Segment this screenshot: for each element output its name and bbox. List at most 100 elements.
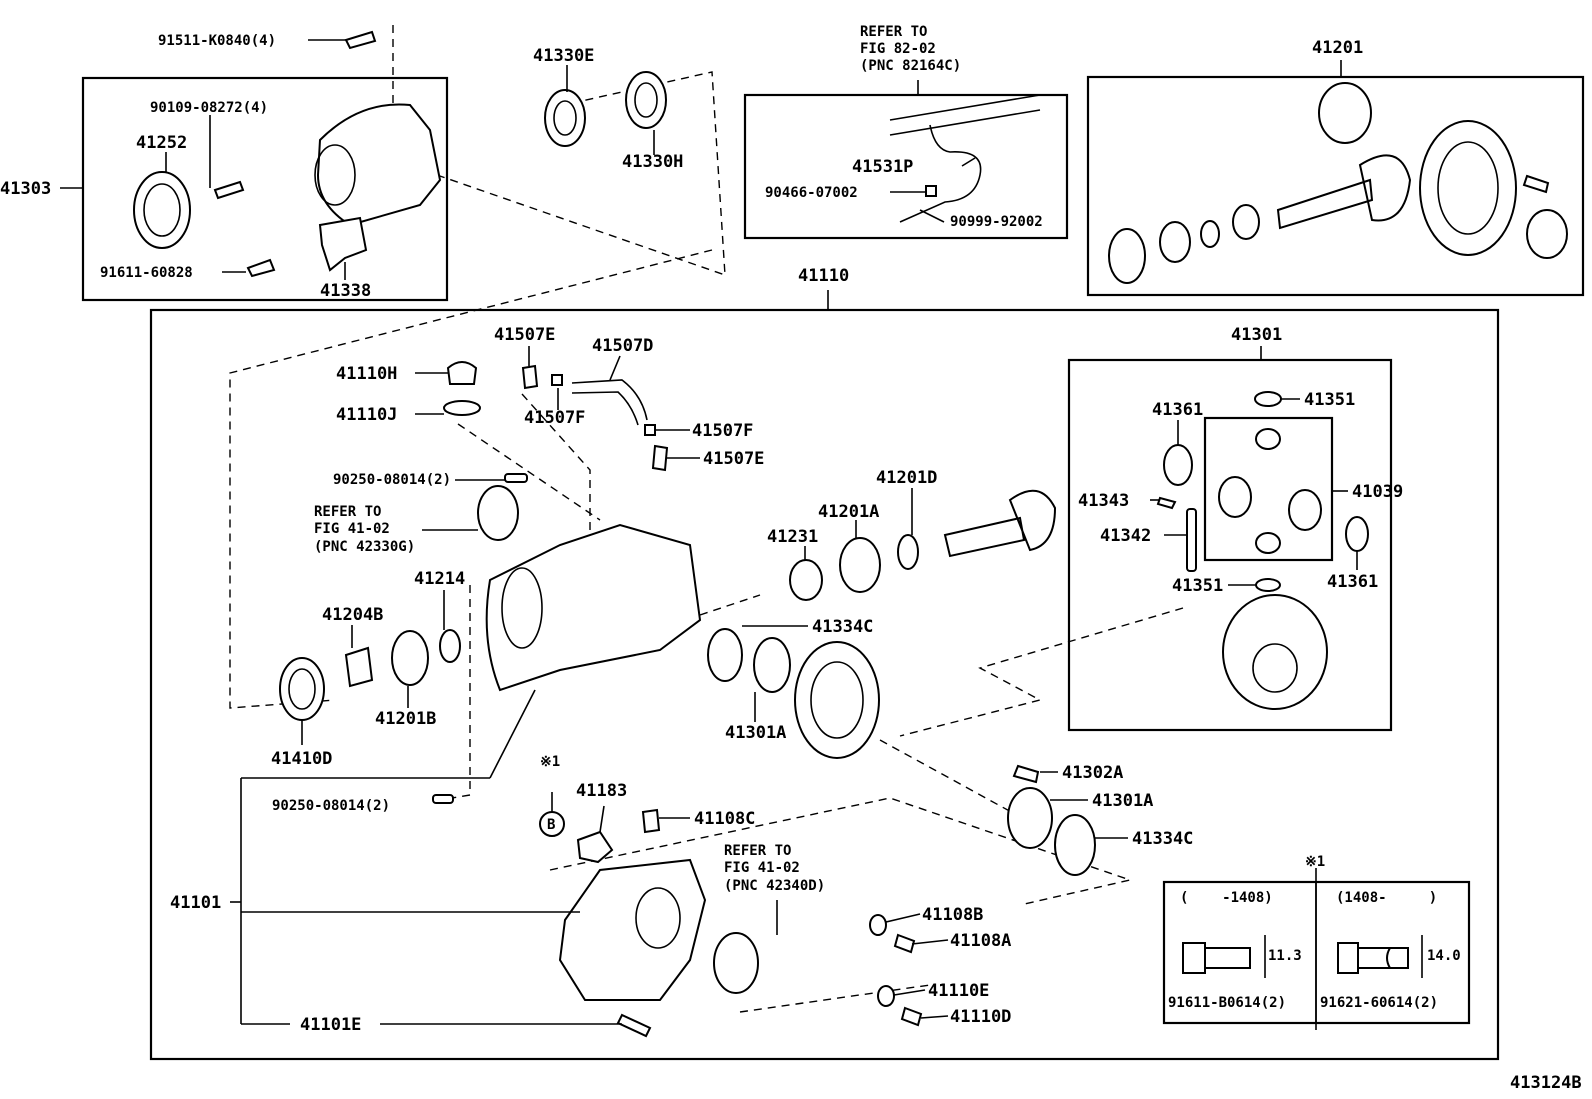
- label-41351-a: 41351: [1304, 390, 1355, 410]
- spacer-41231: [789, 559, 823, 601]
- inset-dim-1: 11.3: [1268, 948, 1302, 964]
- breather-clip-90466: [925, 185, 937, 197]
- bearing-41201B: [391, 630, 429, 686]
- label-41204B: 41204B: [322, 605, 383, 625]
- shim-41330H-inner: [634, 82, 658, 118]
- extension-housing-frame: [81, 76, 449, 302]
- refer-82-02-line3: (PNC 82164C): [860, 58, 961, 74]
- label-41334C-a: 41334C: [812, 617, 873, 637]
- label-41301: 41301: [1231, 325, 1282, 345]
- plug-41110D: [900, 1006, 923, 1027]
- figure-id: 413124B: [1510, 1073, 1582, 1093]
- label-41108B: 41108B: [922, 905, 983, 925]
- label-90466-07002: 90466-07002: [765, 185, 858, 201]
- label-41301A-a: 41301A: [725, 723, 786, 743]
- label-41110D: 41110D: [950, 1007, 1011, 1027]
- bolt-drawing-b0614: [1182, 942, 1251, 974]
- label-90250-08014-top: 90250-08014(2): [333, 472, 451, 488]
- label-41303: 41303: [0, 179, 51, 199]
- assembly-line: [739, 984, 931, 1013]
- label-41231: 41231: [767, 527, 818, 547]
- clip-41507F: [551, 374, 563, 386]
- refer-41-02-g-line1: REFER TO: [314, 504, 381, 520]
- label-41183: 41183: [576, 781, 627, 801]
- collar-41201: [1232, 204, 1260, 240]
- bearing-41201-b: [1159, 221, 1191, 263]
- refer-82-02-line2: FIG 82-02: [860, 41, 936, 57]
- gasket-41110E: [877, 985, 895, 1007]
- label-41201: 41201: [1312, 38, 1363, 58]
- ring-gear-41201: [1419, 120, 1517, 256]
- shim-41201D: [897, 534, 919, 570]
- hose-41507D: [571, 379, 648, 426]
- shim-41334C-a: [707, 628, 743, 682]
- label-41101: 41101: [170, 893, 221, 913]
- refer-41-02-d-line1: REFER TO: [724, 843, 791, 859]
- refer-82-02-line1: REFER TO: [860, 24, 927, 40]
- ring-gear: [794, 641, 880, 759]
- ring-gear-bolt: [1522, 174, 1550, 194]
- label-41343: 41343: [1078, 491, 1129, 511]
- label-41507E-top: 41507E: [494, 325, 555, 345]
- refer-41-02-d-line2: FIG 41-02: [724, 860, 800, 876]
- shim-41330H: [625, 71, 667, 129]
- pin-41343: [1156, 496, 1177, 510]
- assembly-line: [699, 594, 761, 616]
- extension-housing-bore: [314, 144, 356, 206]
- bracket-41338: [318, 216, 368, 272]
- label-90250-08014-bot: 90250-08014(2): [272, 798, 390, 814]
- label-41108A: 41108A: [950, 931, 1011, 951]
- inset-range-2: (1408- ): [1336, 890, 1437, 906]
- breather-plug-41110H: [446, 361, 478, 385]
- bearing-41201-d: [1526, 209, 1568, 259]
- label-90999-92002: 90999-92002: [950, 214, 1043, 230]
- pinion-shaft: [943, 489, 1057, 558]
- label-91511-K0840: 91511-K0840(4): [158, 33, 276, 49]
- assembly-line: [457, 423, 601, 521]
- label-41507E-bot: 41507E: [703, 449, 764, 469]
- pinion-gear-subframe: [1203, 416, 1334, 562]
- symbol-mark-1: ※1: [540, 754, 560, 770]
- label-41302A: 41302A: [1062, 763, 1123, 783]
- spacer-41204B: [344, 646, 374, 688]
- stud-90109: [213, 180, 245, 200]
- plug-41108C: [641, 808, 661, 834]
- differential-case-frame: [1067, 358, 1393, 732]
- label-41039: 41039: [1352, 482, 1403, 502]
- pin-90250-top: [504, 473, 528, 483]
- breather-frame: [743, 93, 1069, 240]
- symbol-b: B: [547, 817, 555, 833]
- carrier-assembly-frame: [149, 308, 1500, 1061]
- oil-seal-42340D: [713, 932, 759, 994]
- bolt-41302A: [1012, 764, 1040, 784]
- label-41214: 41214: [414, 569, 465, 589]
- gasket-41110J: [443, 400, 481, 416]
- shim-41334C-b: [1054, 814, 1096, 876]
- washer-41351-b: [1255, 578, 1281, 592]
- bearing-41301A-a: [753, 637, 791, 693]
- label-41334C-b: 41334C: [1132, 829, 1193, 849]
- spacer-41201: [1200, 220, 1220, 248]
- label-41351-b: 41351: [1172, 576, 1223, 596]
- bolt-drawing-60614: [1337, 942, 1409, 974]
- gasket-41108B: [869, 914, 887, 936]
- label-41201B: 41201B: [375, 709, 436, 729]
- label-41301A-b: 41301A: [1092, 791, 1153, 811]
- union-41507E: [521, 364, 539, 390]
- clip-41507F-b: [644, 424, 656, 436]
- label-41342: 41342: [1100, 526, 1151, 546]
- pinion-gear-41039-b: [1218, 476, 1252, 518]
- label-41507F-b: 41507F: [692, 421, 753, 441]
- bearing-41301A-b: [1007, 787, 1053, 849]
- washer-41361-b: [1345, 516, 1369, 552]
- bearing-41201A: [839, 537, 881, 593]
- union-41507E-b: [651, 444, 669, 472]
- cover-bore: [635, 887, 681, 949]
- inset-mark: ※1: [1305, 854, 1325, 870]
- refer-41-02-g-line2: FIG 41-02: [314, 521, 390, 537]
- washer-41351-a: [1254, 391, 1282, 407]
- inset-part-1: 91611-B0614(2): [1168, 995, 1286, 1011]
- oil-seal-41410D-inner: [288, 668, 316, 710]
- breather-pipe: [889, 94, 1041, 223]
- oil-seal-41252-inner: [143, 183, 181, 237]
